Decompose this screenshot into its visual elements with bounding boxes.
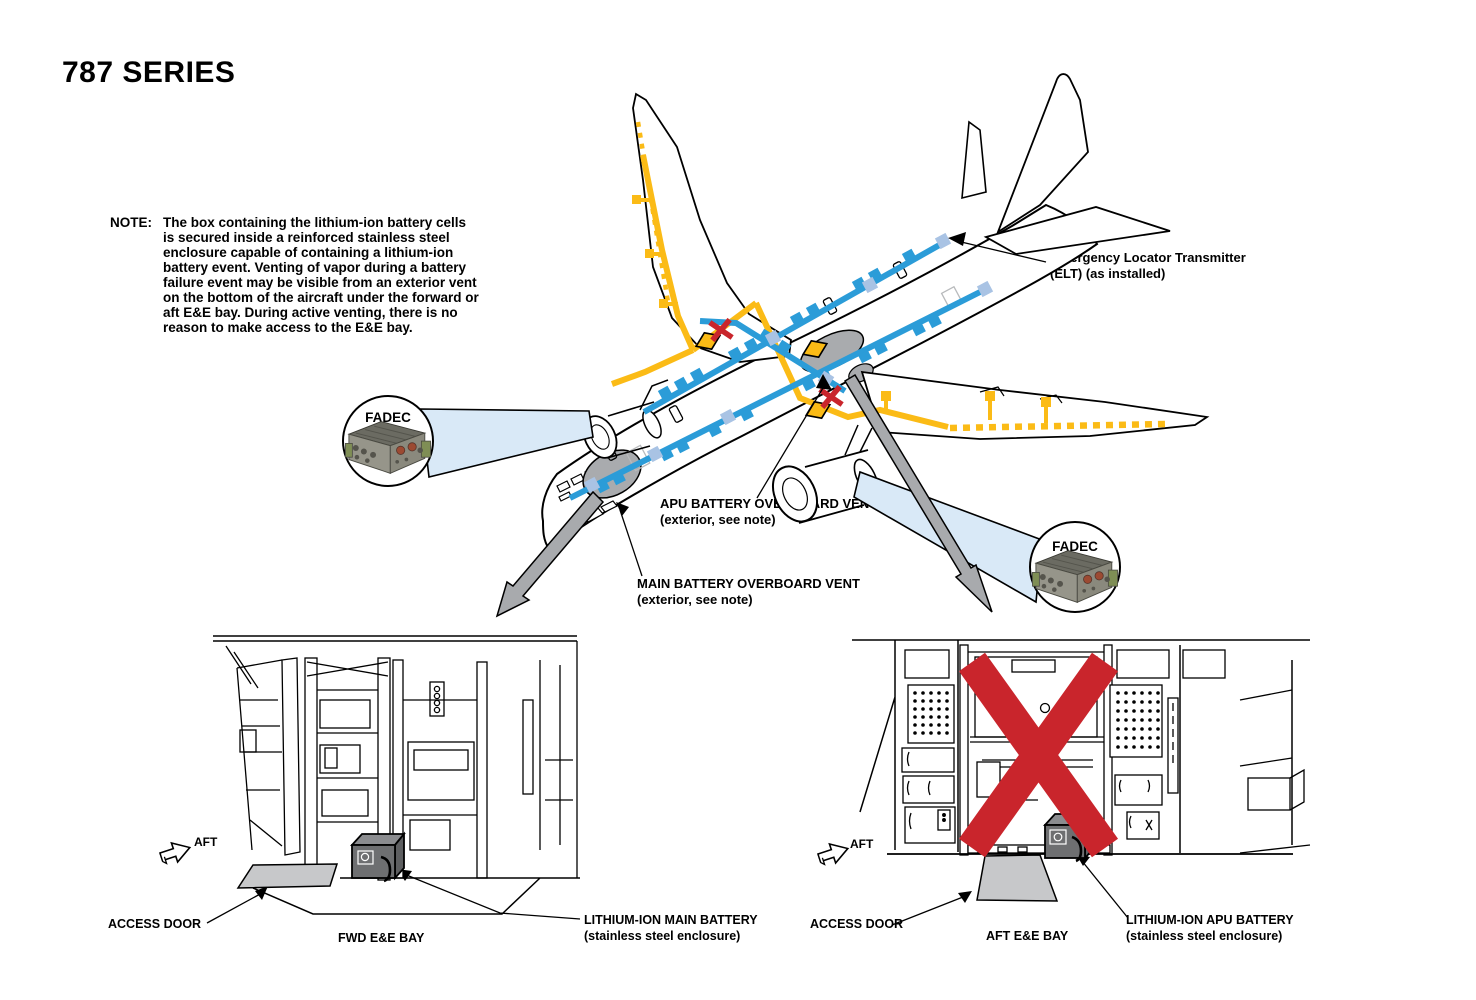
fadec-left-photo (344, 420, 432, 474)
right-perforated-panel (1116, 691, 1160, 749)
nose-gear-doors (582, 500, 618, 523)
fwd-access-door-shape (236, 863, 339, 889)
flap-fairings (979, 386, 1063, 404)
right-stabilizer (983, 206, 1171, 255)
fwd-bay-name-label: FWD E&E BAY (338, 931, 425, 945)
fadec-right-callout: FADEC (1029, 521, 1121, 613)
light-blue-markers (583, 232, 994, 494)
prohibition-x (958, 652, 1119, 858)
blue-battery-routing (568, 232, 994, 501)
main-vent-label-line1: MAIN BATTERY OVERBOARD VENT (637, 576, 860, 591)
lower-blue-line (568, 285, 990, 501)
aft-bay-pointer-arrow (843, 373, 993, 613)
fwd-battery-label: LITHIUM-ION MAIN BATTERY (stainless stee… (584, 913, 758, 944)
overboard-vents (694, 317, 844, 420)
main-vent-label-line2: (exterior, see note) (637, 592, 753, 607)
aircraft-drawing (541, 73, 1210, 551)
main-vent-label: MAIN BATTERY OVERBOARD VENT (exterior, s… (637, 576, 860, 608)
aft-aft-arrow-icon (815, 838, 852, 869)
fwd-aft-direction-label: AFT (194, 835, 218, 849)
apu-vent-label-line2: (exterior, see note) (660, 512, 776, 527)
left-wing (632, 92, 792, 363)
upper-blue-line (642, 240, 945, 415)
elt-label-line1: Emergency Locator Transmitter (1050, 250, 1246, 265)
page-title: 787 SERIES (62, 56, 236, 89)
fwd-battery-label-line1: LITHIUM-ION MAIN BATTERY (584, 913, 758, 927)
aft-access-door-label: ACCESS DOOR (810, 917, 904, 931)
left-perforated-panel (913, 691, 949, 735)
blue-cross-branch (699, 318, 847, 394)
note-text: The box containing the lithium-ion batte… (163, 215, 479, 335)
fwd-aft-arrow-icon (157, 837, 194, 868)
fadec-left-cone (420, 408, 594, 478)
fadec-right-cone (853, 470, 1043, 604)
fadec-right-label: FADEC (1052, 539, 1098, 554)
vent-x-marks (708, 317, 844, 410)
fwd-battery-box (349, 831, 406, 883)
aft-bay-name-label: AFT E&E BAY (986, 929, 1069, 943)
left-stabilizer (961, 120, 987, 200)
aft-battery-box (1042, 811, 1096, 863)
fwd-bay-drawing (157, 635, 580, 915)
aft-battery-label-line2: (stainless steel enclosure) (1126, 928, 1283, 943)
apu-vent-label-line1: APU BATTERY OVERBOARD VENT (660, 496, 878, 511)
left-engine (582, 379, 669, 459)
aft-battery-label: LITHIUM-ION APU BATTERY (stainless steel… (1126, 913, 1294, 944)
right-wing (860, 370, 1210, 440)
fwd-battery-label-line2: (stainless steel enclosure) (584, 928, 741, 943)
elt-marker (934, 232, 952, 250)
fwd-bay-pointer-arrow (495, 490, 605, 618)
fadec-left-callout: FADEC (342, 395, 434, 487)
elt-label-line2: (ELT) (as installed) (1050, 266, 1166, 281)
elt-label: Emergency Locator Transmitter (ELT) (as … (1050, 250, 1246, 282)
aft-aft-direction-label: AFT (850, 837, 874, 851)
apu-vent-label: APU BATTERY OVERBOARD VENT (exterior, se… (660, 496, 877, 528)
fadec-right-photo (1031, 549, 1119, 603)
aft-access-door-shape (976, 854, 1059, 902)
aft-bay-drawing (815, 639, 1311, 902)
wing-trailing-dashes (949, 420, 1169, 432)
vertical-fin (996, 73, 1089, 235)
aft-battery-label-line1: LITHIUM-ION APU BATTERY (1126, 913, 1294, 927)
yellow-tabs (632, 195, 1051, 423)
fuselage-doors (602, 261, 908, 461)
bay-location-patches (582, 329, 874, 499)
note-label: NOTE: (110, 215, 152, 230)
fwd-access-door-label: ACCESS DOOR (108, 917, 202, 931)
blue-teeth (596, 248, 942, 494)
wing-slat-dashes (635, 121, 671, 303)
cockpit-windows (556, 467, 597, 502)
fadec-left-label: FADEC (365, 410, 411, 425)
faint-door-outlines (625, 285, 964, 472)
